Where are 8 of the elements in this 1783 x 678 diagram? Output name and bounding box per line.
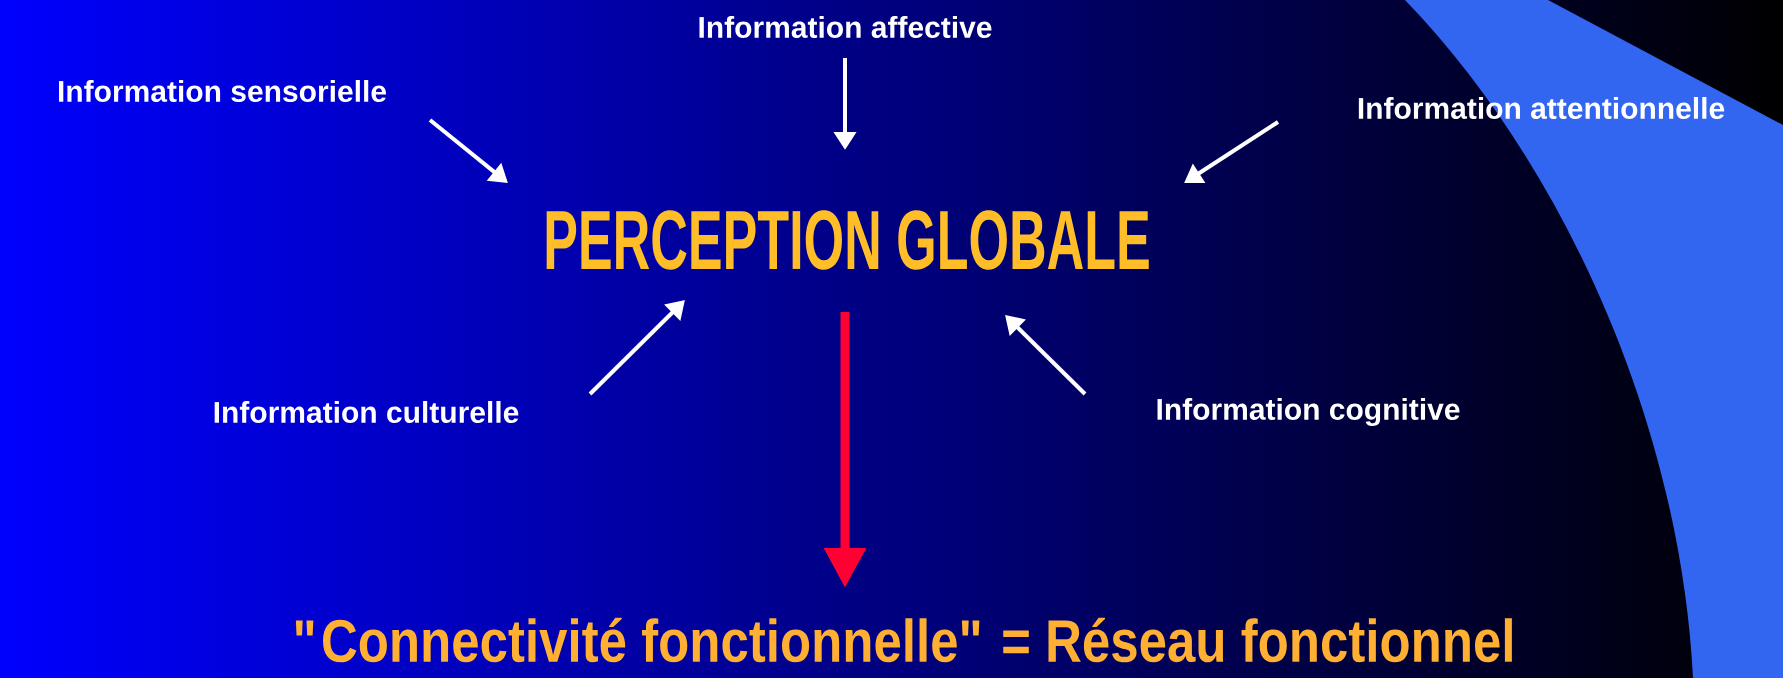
arrow bbox=[588, 300, 685, 396]
info-label: Information affective bbox=[699, 16, 992, 38]
info-label: Information sensorielle bbox=[58, 80, 386, 102]
info-label: Information culturelle bbox=[214, 401, 519, 424]
title-text: PERCEPTION GLOBALE bbox=[546, 210, 1149, 270]
arrow bbox=[1005, 315, 1087, 396]
info-label: Information cognitive bbox=[1157, 397, 1460, 427]
result-text: "Connectivité fonctionnelle" = Réseau fonctionnel bbox=[295, 617, 1512, 663]
